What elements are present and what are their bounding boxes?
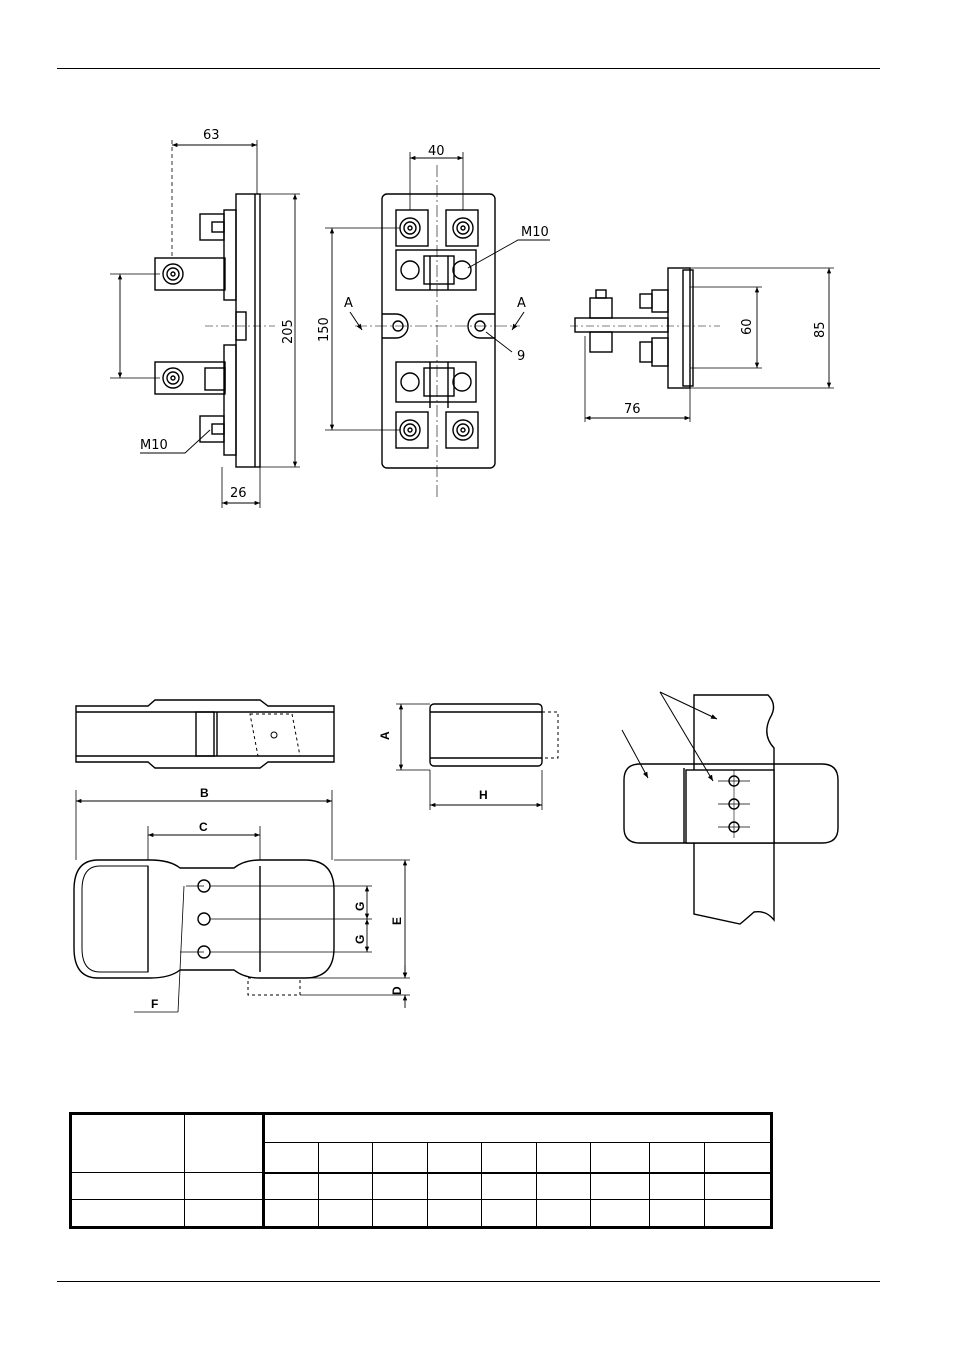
- table-cell: [481, 1172, 538, 1200]
- table-cell: [703, 1199, 773, 1228]
- front-bolt-label: M10: [521, 225, 549, 240]
- label-g-upper: G: [353, 902, 367, 911]
- table-cell: [317, 1199, 373, 1228]
- subheader-cell: [590, 1142, 650, 1174]
- side-dim-bottom: 26: [230, 486, 247, 501]
- table-cell: [184, 1199, 264, 1228]
- subheader-cell: [426, 1142, 483, 1174]
- table-cell: [590, 1199, 650, 1228]
- fuse-link-side-view: [75, 699, 335, 769]
- table-cell: [648, 1199, 705, 1228]
- table-header-row: [69, 1113, 773, 1173]
- table-cell: [184, 1172, 264, 1200]
- busbar-connection-view: [621, 691, 839, 925]
- specification-table: [69, 1112, 773, 1229]
- table-cell: [69, 1172, 186, 1200]
- label-c: C: [199, 820, 208, 834]
- front-hole-label: 9: [517, 349, 525, 364]
- header-rule: [57, 68, 880, 69]
- label-h: H: [479, 788, 488, 802]
- label-a: A: [378, 731, 392, 740]
- subheader-cell: [481, 1142, 538, 1174]
- front-view: [325, 152, 550, 498]
- end-dim-width: 76: [624, 402, 641, 417]
- fuse-link-top-view: [73, 790, 410, 1013]
- subheader-cell: [261, 1142, 319, 1174]
- table-row: [69, 1172, 773, 1200]
- table-subheader-row: [71, 1142, 773, 1174]
- section-label-right: A: [517, 296, 526, 311]
- section-label-left: A: [344, 296, 353, 311]
- table-cell: [426, 1172, 483, 1200]
- table-cell: [481, 1199, 538, 1228]
- end-dim-inner: 60: [740, 318, 755, 335]
- subheader-cell: [536, 1142, 592, 1174]
- side-bolt-label: M10: [140, 438, 168, 453]
- end-view: [570, 267, 834, 422]
- header-cell: [69, 1113, 186, 1173]
- side-dim-top: 63: [203, 128, 220, 143]
- subheader-cell: [648, 1142, 705, 1174]
- label-b: B: [200, 786, 209, 800]
- label-f: F: [151, 997, 158, 1011]
- table-cell: [703, 1172, 773, 1200]
- table-cell: [261, 1172, 319, 1200]
- fuse-link-end-view: [396, 703, 559, 810]
- table-cell: [536, 1199, 592, 1228]
- table-cell: [426, 1199, 483, 1228]
- table-row: [69, 1199, 773, 1228]
- table-cell: [371, 1172, 428, 1200]
- subheader-cell: [703, 1142, 773, 1174]
- label-g-lower: G: [353, 935, 367, 944]
- subheader-cell: [371, 1142, 428, 1174]
- header-cell: [184, 1113, 264, 1173]
- end-dim-outer: 85: [813, 321, 828, 338]
- table-cell: [69, 1199, 186, 1228]
- table-cell: [261, 1199, 319, 1228]
- table-cell: [648, 1172, 705, 1200]
- table-cell: [317, 1172, 373, 1200]
- front-dim-top: 40: [428, 144, 445, 159]
- label-e: E: [390, 917, 404, 925]
- side-dim-height: 205: [281, 319, 296, 344]
- table-cell: [371, 1199, 428, 1228]
- table-cell: [590, 1172, 650, 1200]
- front-dim-height: 150: [317, 317, 332, 342]
- header-group-cell: [261, 1113, 773, 1143]
- label-d: D: [390, 986, 404, 995]
- table-cell: [536, 1172, 592, 1200]
- subheader-cell: [317, 1142, 373, 1174]
- footer-rule: [57, 1281, 880, 1282]
- side-view: [110, 140, 300, 508]
